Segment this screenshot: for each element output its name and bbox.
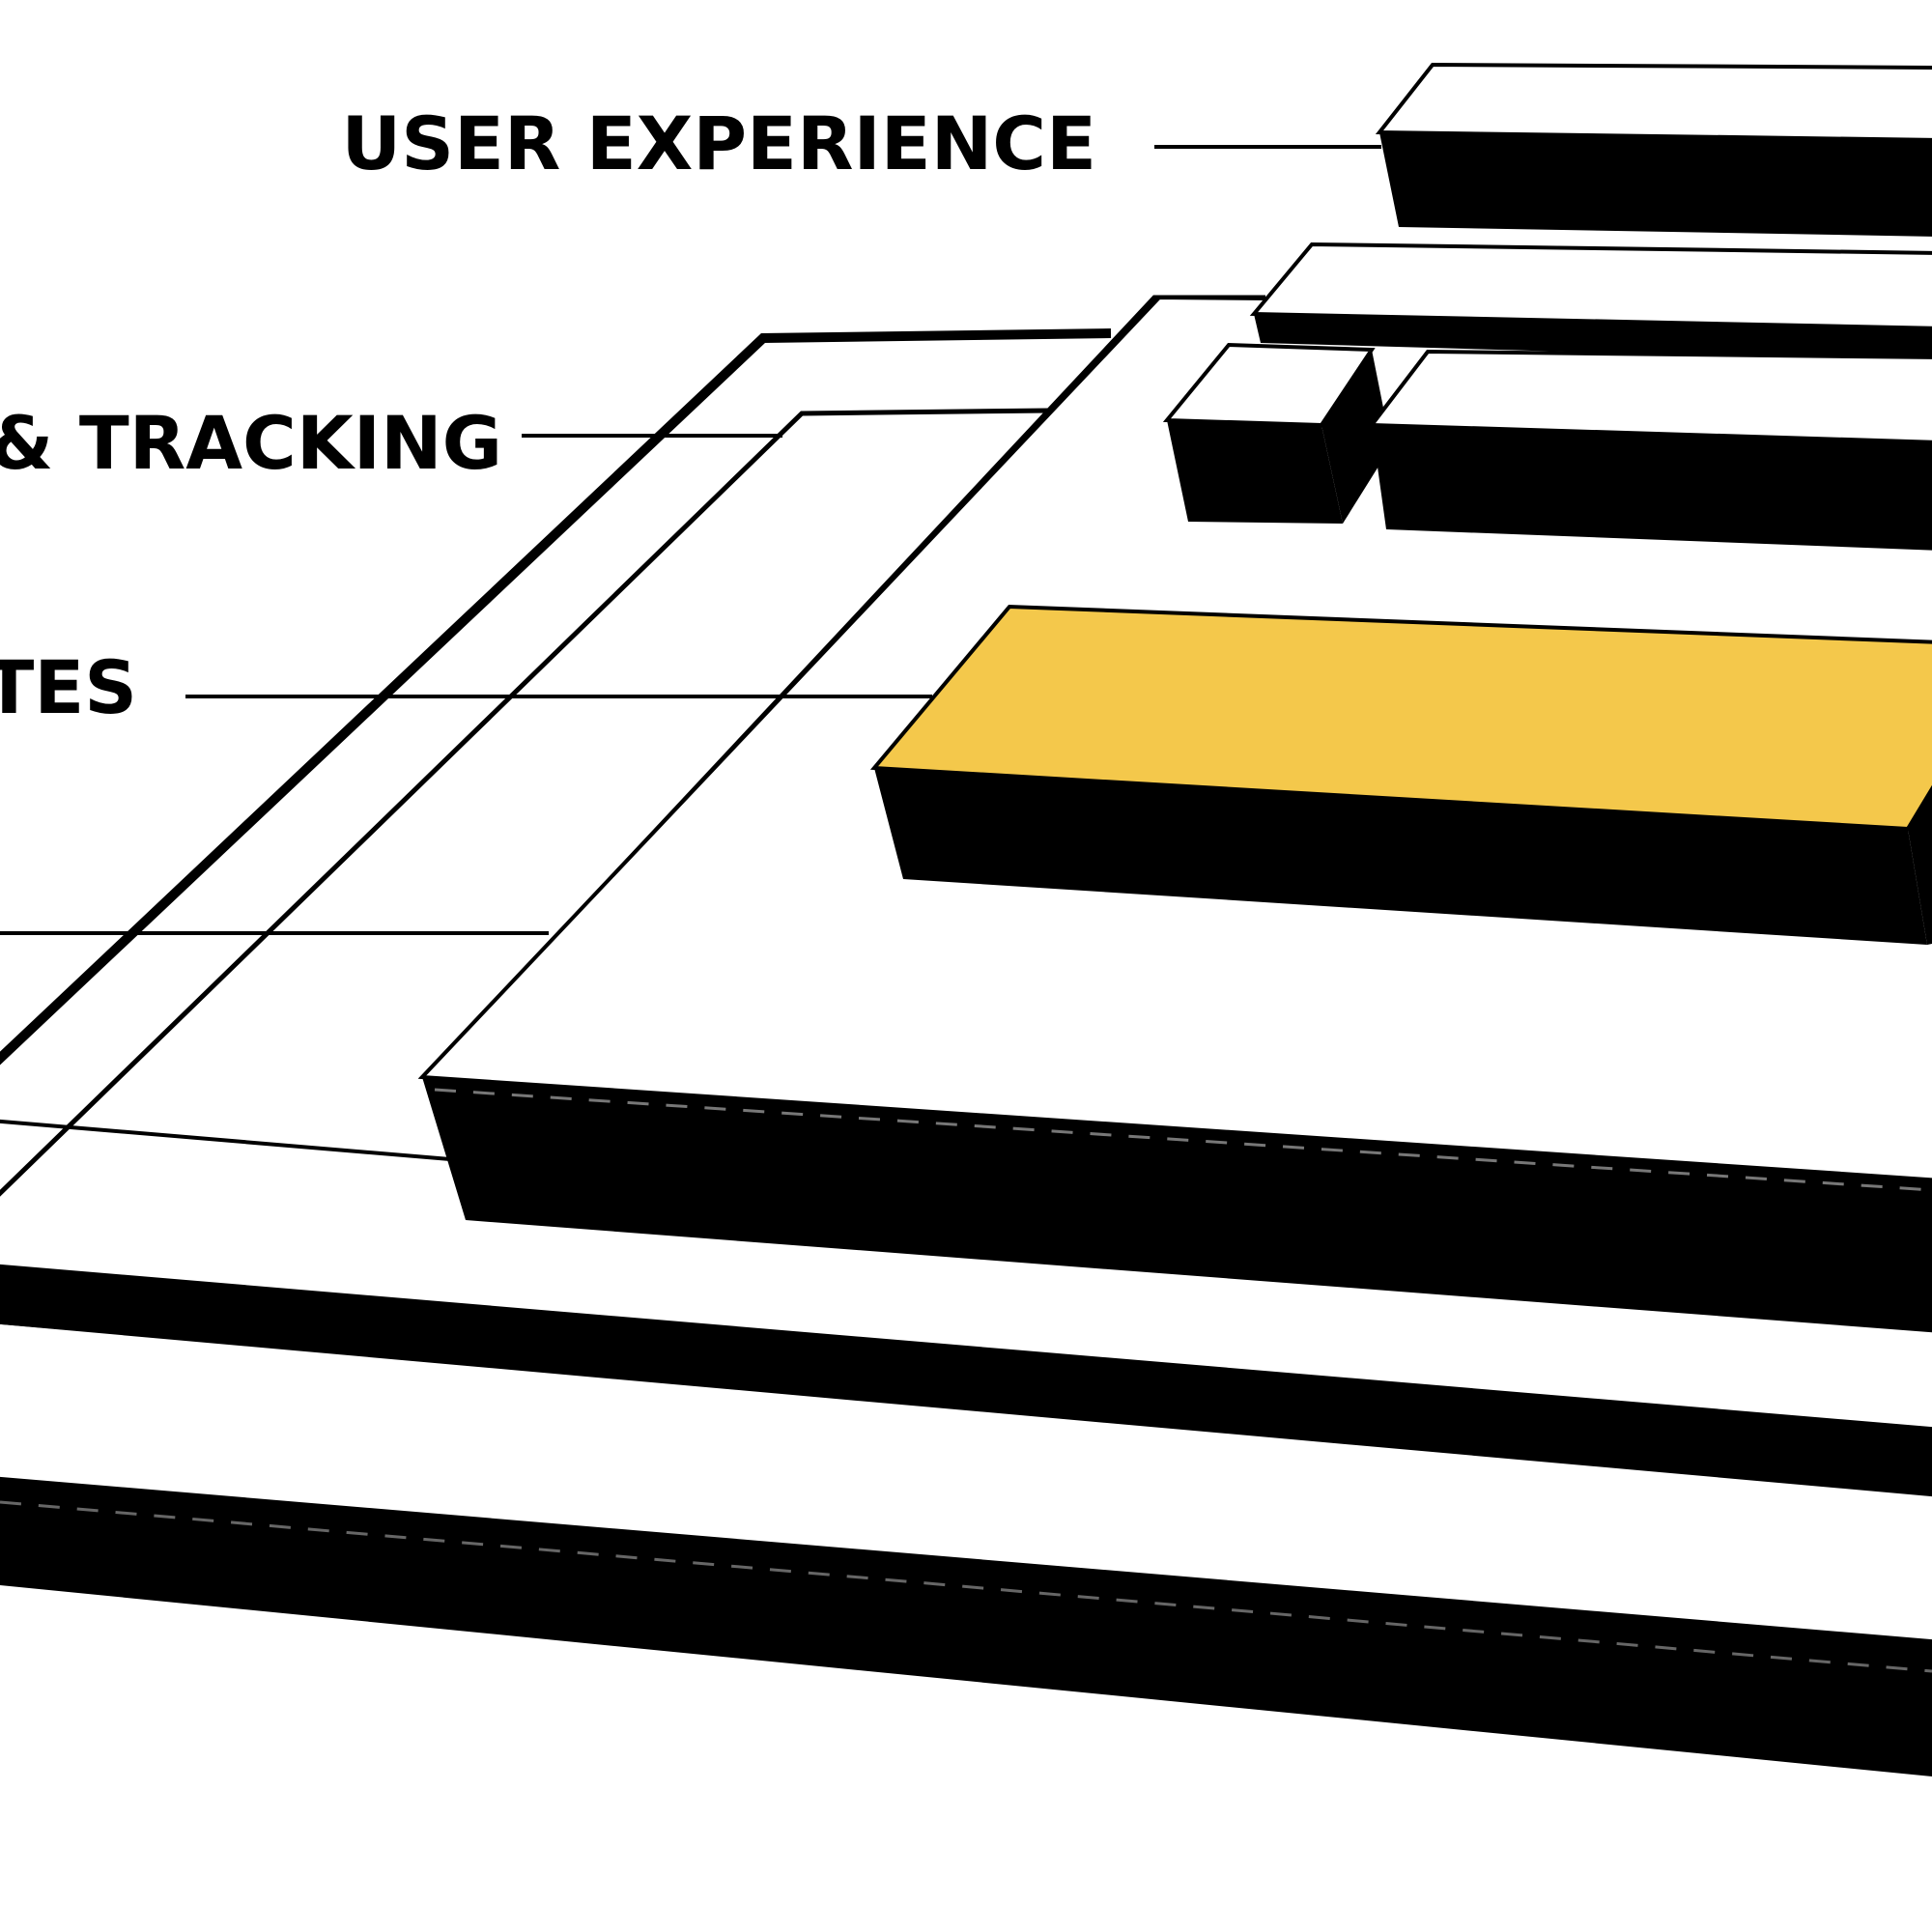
small-cube-front (1167, 420, 1343, 524)
leader-lines (0, 145, 1381, 935)
label-tracking: & TRACKING (0, 400, 502, 486)
small-cube-top (1162, 342, 1376, 428)
highlight-block-side (874, 768, 1927, 945)
outer-frame-line (0, 328, 1112, 1065)
highlight-block-right (1908, 788, 1932, 945)
thin-block-top (1249, 242, 1932, 330)
wide-block-top (1368, 349, 1932, 444)
highlighted-block (869, 604, 1932, 945)
highlight-block-top (869, 604, 1932, 832)
bottom-layer-side (0, 1478, 1932, 1777)
platform-side (0, 1265, 1932, 1497)
top-blocks (1162, 62, 1932, 551)
label-user-experience: USER EXPERIENCE (342, 100, 1097, 186)
inner-slab-dash (434, 1088, 1932, 1192)
label-ates: ATES (0, 644, 137, 730)
ux-block-top (1375, 62, 1932, 142)
ux-block-side (1379, 132, 1932, 237)
inner-slab-side (422, 1077, 1932, 1333)
labels: USER EXPERIENCE & TRACKING ATES (0, 100, 1096, 730)
small-cube-right (1321, 350, 1391, 524)
middle-frame-line (0, 408, 1049, 1197)
wide-block-side (1372, 425, 1932, 551)
bottom-layer-dash (0, 1500, 1932, 1673)
